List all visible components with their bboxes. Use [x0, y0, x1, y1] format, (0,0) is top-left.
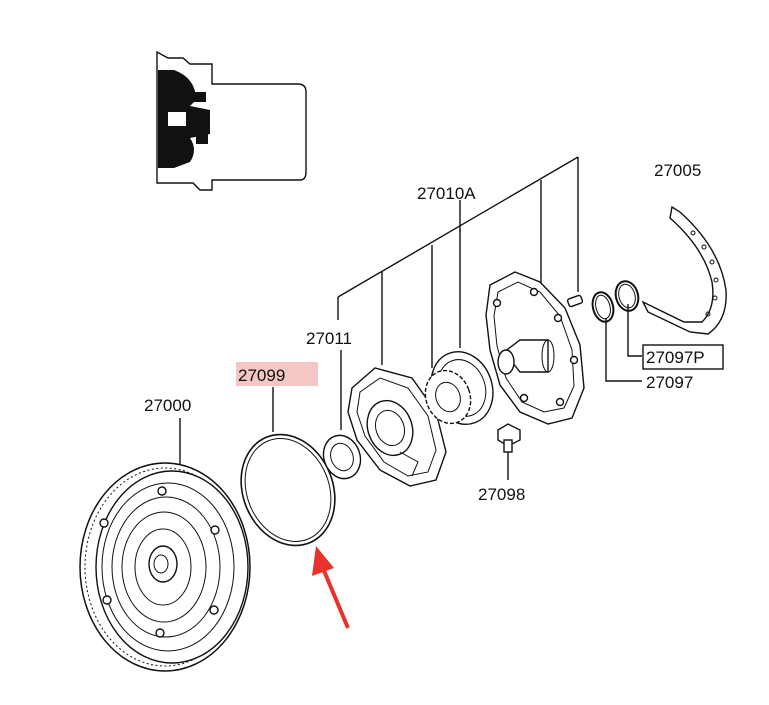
label-27098: 27098: [478, 485, 525, 504]
small-bolt: [566, 294, 584, 308]
label-27010A: 27010A: [417, 184, 476, 203]
label-27097P: 27097P: [646, 348, 705, 367]
red-pointer-arrow: [312, 546, 350, 629]
torque-converter: [79, 462, 251, 672]
bolt-27098: [497, 423, 521, 453]
label-27011: 27011: [306, 329, 352, 348]
location-inset: [156, 50, 307, 191]
leader-lines: [179, 156, 642, 480]
o-ring-27099: [240, 433, 336, 547]
label-27099: 27099: [238, 366, 285, 385]
pump-gears: [424, 351, 494, 425]
pump-housing: [347, 367, 447, 487]
part-labels: 27000 27099 27011 27010A 27005 27097P 27…: [144, 161, 724, 504]
label-27005: 27005: [654, 161, 701, 180]
pump-body: [485, 271, 585, 425]
seal-rings: [591, 280, 640, 323]
oil-seal: [322, 434, 362, 480]
gasket-27005: [641, 205, 727, 335]
label-27000: 27000: [144, 396, 191, 415]
part-27099-highlight: [236, 362, 318, 386]
label-27097: 27097: [646, 373, 693, 392]
label-27097P-box: [642, 344, 724, 370]
